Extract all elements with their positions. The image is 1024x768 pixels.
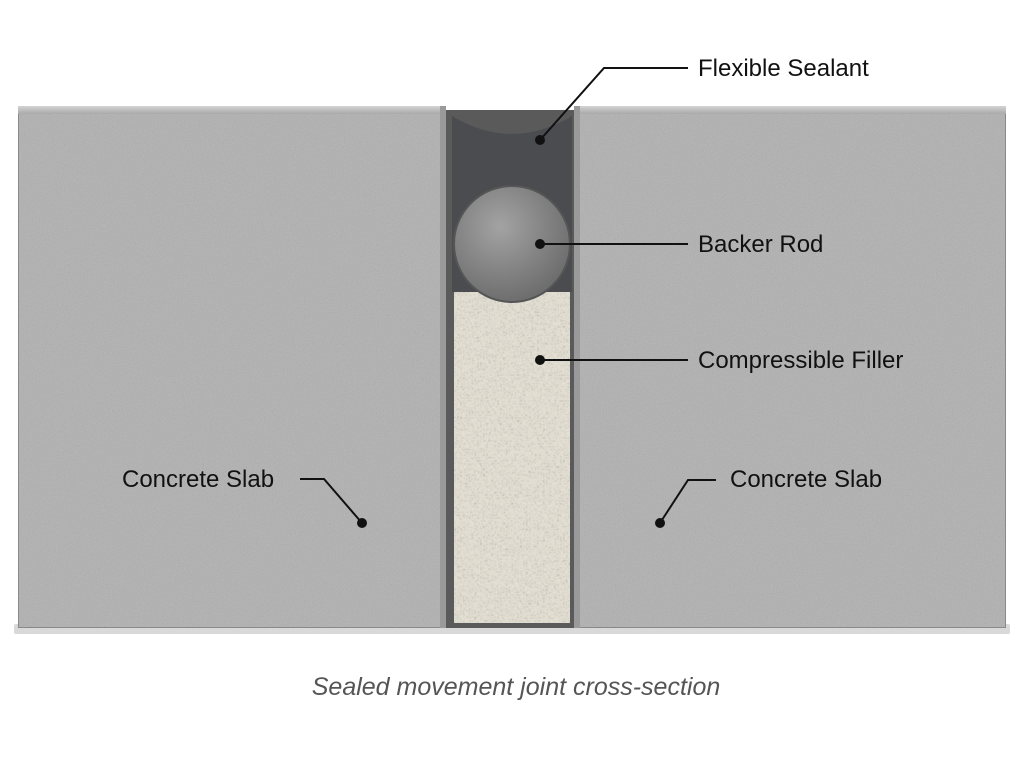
label-concrete-slab-right: Concrete Slab [730,466,882,493]
label-flexible-sealant: Flexible Sealant [698,55,869,82]
concrete-slab-right [573,105,1007,629]
leader-line-slab-left [300,478,363,524]
leader-line-slab-right [659,479,716,524]
diagram-caption: Sealed movement joint cross-section [312,673,721,701]
leader-line-flexible-sealant [539,67,688,141]
leader-dot-compressible-filler [535,355,545,365]
label-concrete-slab-left: Concrete Slab [122,466,274,493]
compressible-filler-material [454,285,570,623]
label-compressible-filler: Compressible Filler [698,347,903,374]
leader-dot-slab-right [655,518,665,528]
label-backer-rod: Backer Rod [698,231,823,258]
leader-dot-flexible-sealant [535,135,545,145]
leader-dot-backer-rod [535,239,545,249]
concrete-slab-left [17,105,447,629]
leader-dot-slab-left [357,518,367,528]
